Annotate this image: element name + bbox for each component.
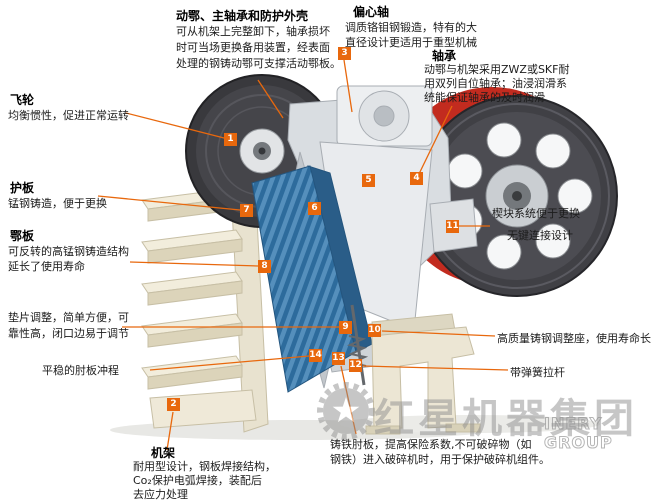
marker-9: 9: [339, 321, 352, 334]
annotation-toggle-plate: 铸铁肘板，提高保险系数,不可破碎物（如 钢铁）进入破碎机时，用于保护破碎机组件。: [330, 437, 550, 467]
annotation-line: 去应力处理: [133, 488, 188, 500]
annotation-line: 直径设计更适用于重型机械: [345, 36, 477, 49]
annotation-frame: 机架 耐用型设计，钢板焊接结构， Co₂保护电弧焊接，装配后 去应力处理: [133, 446, 276, 500]
annotation-line: 楔块系统便于更换: [492, 207, 580, 220]
annotation-spring-rod: 带弹簧拉杆: [510, 365, 565, 380]
annotation-shim-adjustment: 垫片调整，简单方便，可 靠性高，闭口边易于调节: [8, 310, 129, 342]
annotation-jaw-plate-title: 鄂板: [10, 229, 35, 243]
stand: [365, 313, 481, 435]
annotation-guard-plate: 护板 锰钢铸造，便于更换: [8, 181, 107, 211]
annotation-flywheel: 飞轮 均衡惯性，促进正常运转: [8, 93, 129, 123]
annotation-line: Co₂保护电弧焊接，装配后: [133, 474, 262, 487]
leader-lines: [97, 59, 509, 451]
annotation-line: 可从机架上完整卸下，轴承损坏: [176, 25, 330, 38]
marker-2: 2: [167, 398, 180, 411]
annotation-line: 动鄂与机架采用ZWZ或SKF耐: [424, 63, 570, 76]
annotation-bearing-title: 轴承: [432, 49, 457, 63]
marker-14: 14: [309, 349, 322, 362]
annotation-line: 高质量铸钢调整座，使用寿命长: [497, 332, 651, 345]
marker-6: 6: [308, 202, 321, 215]
annotation-line: 用双列自位轴承；油浸润滑系: [424, 77, 567, 90]
marker-12: 12: [349, 359, 362, 372]
annotation-jaw-plate: 鄂板 可反转的高锰钢铸造结构 延长了使用寿命: [8, 229, 129, 274]
annotation-line: 锰钢铸造，便于更换: [8, 197, 107, 210]
marker-7: 7: [240, 204, 253, 217]
annotation-line: 平稳的肘板冲程: [42, 364, 119, 377]
annotation-line: 时可当场更换备用装置，经表面: [176, 41, 330, 54]
annotation-line: 调质铬钼钢锻造，特有的大: [345, 21, 477, 34]
annotation-line: 铸铁肘板，提高保险系数,不可破碎物（如: [330, 438, 532, 451]
marker-13: 13: [332, 352, 345, 365]
annotation-movable-jaw: 动鄂、主轴承和防护外壳 可从机架上完整卸下，轴承损坏 时可当场更换备用装置，经表…: [176, 8, 341, 72]
annotation-line: 钢铁）进入破碎机时，用于保护破碎机组件。: [330, 453, 550, 466]
annotation-movable-jaw-title: 动鄂、主轴承和防护外壳: [176, 9, 309, 23]
marker-8: 8: [258, 260, 271, 273]
annotation-guard-plate-title: 护板: [10, 181, 35, 195]
annotation-line: 带弹簧拉杆: [510, 366, 565, 379]
annotation-line: 靠性高，闭口边易于调节: [8, 327, 129, 340]
marker-1: 1: [224, 133, 237, 146]
annotation-toggle-stroke: 平稳的肘板冲程: [42, 363, 119, 378]
annotation-line: 无键连接设计: [507, 229, 573, 242]
hongxing-gear-logo-icon: [317, 382, 375, 440]
annotation-eccentric-shaft: 偏心轴 调质铬钼钢锻造，特有的大 直径设计更适用于重型机械: [345, 5, 477, 50]
annotation-line: 耐用型设计，钢板焊接结构，: [133, 460, 276, 473]
marker-11: 11: [446, 220, 459, 233]
marker-3: 3: [338, 47, 351, 60]
annotation-line: 延长了使用寿命: [8, 260, 85, 273]
marker-4: 4: [410, 172, 423, 185]
watermark-subtext: INERY GROUP: [544, 414, 613, 453]
marker-10: 10: [368, 324, 381, 337]
annotation-adjusting-seat: 高质量铸钢调整座，使用寿命长: [497, 331, 651, 346]
annotation-line: 统能保证轴承的及时润滑: [424, 91, 545, 104]
annotation-line: 可反转的高锰钢铸造结构: [8, 245, 129, 258]
annotation-line: 处理的钢铸动鄂可支撑活动鄂板。: [176, 57, 341, 70]
annotation-line: 垫片调整，简单方便，可: [8, 311, 129, 324]
watermark-text: 红星机器集团: [374, 396, 638, 442]
annotation-bearing: 轴承 动鄂与机架采用ZWZ或SKF耐 用双列自位轴承；油浸润滑系 统能保证轴承的…: [424, 49, 569, 105]
annotation-eccentric-shaft-title: 偏心轴: [353, 5, 390, 19]
annotation-line: 均衡惯性，促进正常运转: [8, 109, 129, 122]
annotation-wedge-system: 楔块系统便于更换 无键连接设计: [492, 206, 580, 243]
annotation-flywheel-title: 飞轮: [10, 93, 35, 107]
annotation-frame-title: 机架: [151, 446, 176, 460]
marker-5: 5: [362, 174, 375, 187]
feed-side-plates: [141, 163, 269, 433]
